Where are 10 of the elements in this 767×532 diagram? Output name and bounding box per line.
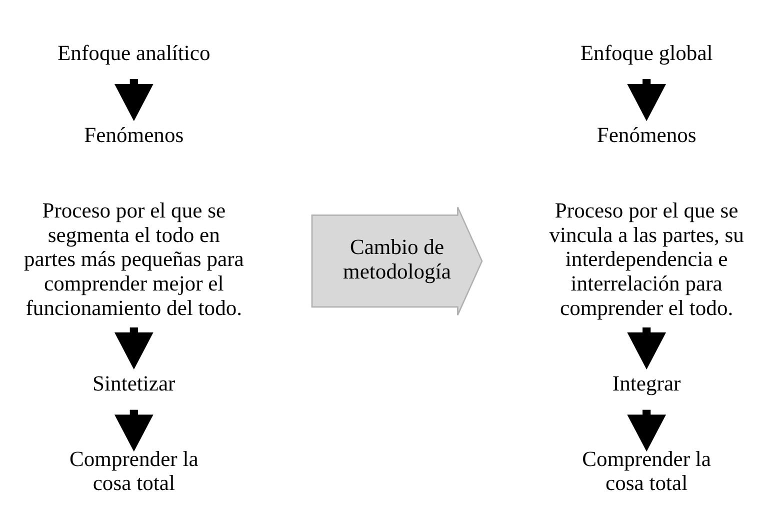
node-text: Fenómenos <box>596 122 696 147</box>
node-text: Proceso por el que se segmenta el todo en partes más pequeñas para comprender mejor el funcionamiento del todo. <box>24 198 244 320</box>
node-text: Comprender la cosa total <box>582 446 711 495</box>
node-text: Enfoque global <box>580 40 713 64</box>
node-text: Comprender la cosa total <box>69 446 198 495</box>
node-text: Proceso por el que se vincula a las partes, su interdependencia e interrelación para comprender el todo. <box>549 198 744 320</box>
node-text: Sintetizar <box>92 370 176 395</box>
node-text: Integrar <box>612 370 681 395</box>
node-text: Fenómenos <box>84 122 184 147</box>
node-text: Enfoque analítico <box>58 40 210 64</box>
